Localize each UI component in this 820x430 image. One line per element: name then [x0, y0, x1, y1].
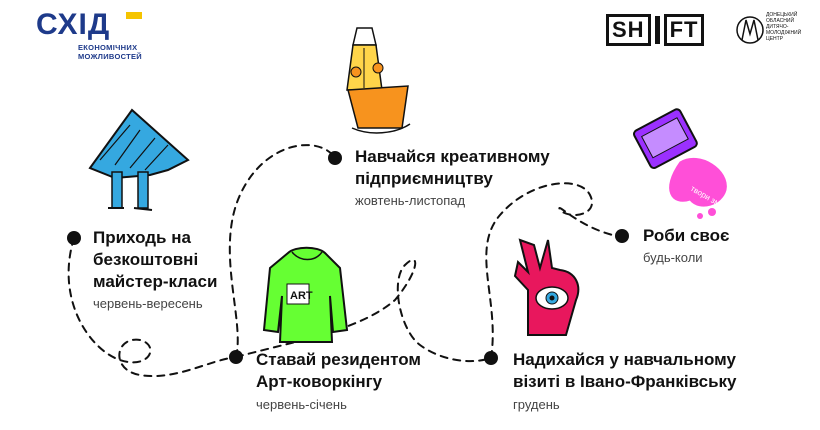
sweater-illustration: ART: [262, 246, 349, 343]
step-1-title-line2: безкоштовні: [93, 250, 199, 269]
step-3-date: жовтень-листопад: [355, 193, 466, 208]
center-logo-line1: ДОНЕЦЬКИЙ: [766, 12, 798, 18]
skhid-logo-sub1: ЕКОНОМІЧНИХ: [78, 43, 138, 52]
step-2-title-line1: Ставай резидентом: [256, 350, 422, 369]
pencil-pot-illustration: [346, 27, 411, 134]
step-3-marker: [328, 151, 342, 165]
sweater-art-label: ART: [290, 290, 313, 302]
step-4-date: грудень: [513, 397, 560, 412]
step-5-marker: [615, 229, 629, 243]
step-5-title-line1: Роби своє: [643, 226, 730, 245]
house-figure-illustration: [88, 108, 190, 211]
center-logo[interactable]: ДОНЕЦЬКИЙ ОБЛАСНИЙ ДИТЯЧО- МОЛОДІЖНИЙ ЦЕ…: [736, 10, 801, 52]
skhid-logo-sub2: МОЖЛИВОСТЕЙ: [78, 52, 142, 61]
step-1-title-line3: майстер-класи: [93, 272, 218, 291]
step-2-title-line2: Арт-коворкінгу: [256, 372, 383, 391]
ok-hand-illustration: [513, 238, 580, 336]
step-1-marker: [67, 231, 81, 245]
shift-logo-right: FT: [663, 14, 705, 46]
step-4-marker: [484, 351, 498, 365]
step-5-date: будь-коли: [643, 250, 703, 265]
step-2-marker: [229, 350, 243, 364]
shift-logo-divider: [654, 16, 660, 44]
skhid-logo[interactable]: СХІД ЕКОНОМІЧНИХ МОЖЛИВОСТЕЙ: [36, 10, 146, 61]
paint-can-illustration: твори змінюй: [633, 108, 736, 219]
step-1-date: червень-вересень: [93, 296, 203, 311]
center-logo-line5: ЦЕНТР: [766, 36, 784, 42]
step-1-title-line1: Приходь на: [93, 228, 191, 247]
shift-logo-left: SH: [606, 14, 651, 46]
step-2-date: червень-січень: [256, 397, 347, 412]
logo-accent-bar: [126, 12, 142, 19]
center-logo-mark: [736, 16, 764, 44]
step-4-title-line2: візиті в Івано-Франківську: [513, 372, 737, 391]
center-logo-line4: МОЛОДІЖНИЙ: [766, 30, 802, 36]
step-3-title-line1: Навчайся креативному: [355, 147, 550, 166]
step-3-title-line2: підприємництву: [355, 169, 493, 188]
step-4-title-line1: Надихайся у навчальному: [513, 350, 736, 369]
center-logo-line2: ОБЛАСНИЙ: [766, 18, 795, 24]
shift-logo[interactable]: SH FT: [606, 14, 705, 46]
skhid-logo-word: СХІД: [36, 8, 111, 41]
center-logo-line3: ДИТЯЧО-: [766, 24, 789, 30]
